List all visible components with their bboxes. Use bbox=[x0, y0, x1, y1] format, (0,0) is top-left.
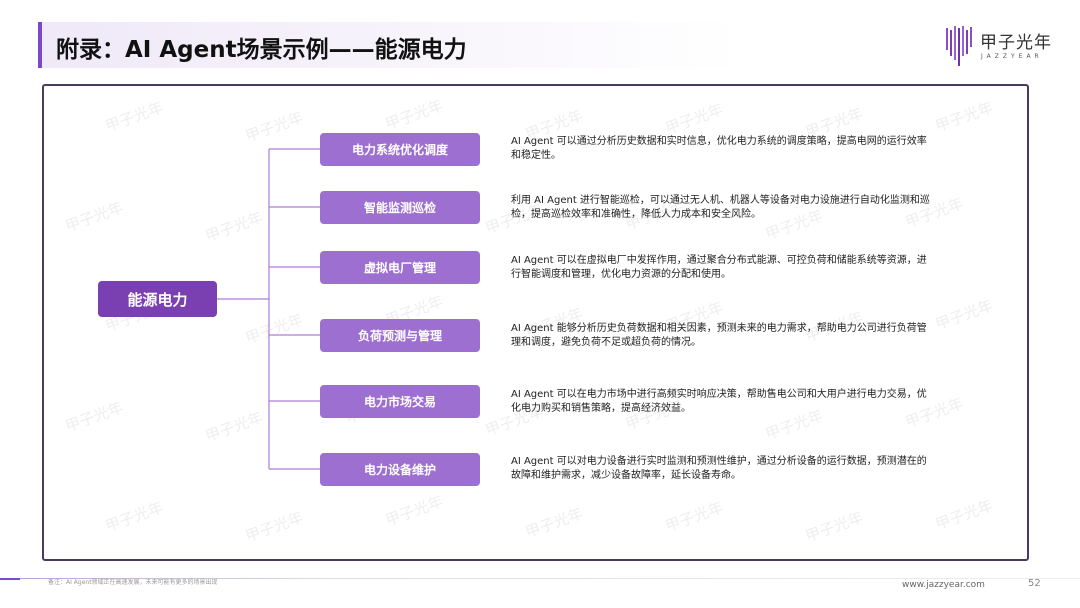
scenario-smart-inspection: 智能监测巡检 bbox=[320, 191, 480, 224]
footer-url[interactable]: www.jazzyear.com bbox=[902, 580, 985, 590]
page-title: 附录：AI Agent场景示例——能源电力 bbox=[56, 37, 467, 63]
logo-bars-icon bbox=[946, 26, 972, 66]
logo-name-cn: 甲子光年 bbox=[980, 33, 1052, 53]
title-bar: 附录：AI Agent场景示例——能源电力 bbox=[38, 22, 738, 68]
content-frame: 甲子光年甲子光年甲子光年甲子光年甲子光年甲子光年甲子光年甲子光年甲子光年甲子光年… bbox=[42, 84, 1029, 561]
scenario-power-dispatch: 电力系统优化调度 bbox=[320, 133, 480, 166]
scenario-load-forecast: 负荷预测与管理 bbox=[320, 319, 480, 352]
jazzyear-logo: 甲子光年 JAZZYEAR bbox=[944, 24, 1054, 68]
scenario-desc: AI Agent 能够分析历史负荷数据和相关因素，预测未来的电力需求，帮助电力公… bbox=[511, 323, 927, 348]
footer-accent bbox=[0, 578, 20, 580]
logo-name-en: JAZZYEAR bbox=[981, 53, 1043, 60]
scenario-desc: AI Agent 可以在虚拟电厂中发挥作用，通过聚合分布式能源、可控负荷和储能系… bbox=[511, 255, 927, 280]
scenario-desc: 利用 AI Agent 进行智能巡检，可以通过无人机、机器人等设备对电力设施进行… bbox=[511, 195, 930, 220]
scenario-desc: AI Agent 可以对电力设备进行实时监测和预测性维护，通过分析设备的运行数据… bbox=[511, 456, 927, 481]
scenario-desc: AI Agent 可以通过分析历史数据和实时信息，优化电力系统的调度策略，提高电… bbox=[511, 136, 927, 161]
scenario-power-market: 电力市场交易 bbox=[320, 385, 480, 418]
scenario-virtual-power-plant: 虚拟电厂管理 bbox=[320, 251, 480, 284]
footer-note: 备注：AI Agent领域正在高速发展，未来可能有更多的场景出现 bbox=[48, 579, 218, 586]
footer-divider bbox=[20, 578, 1080, 579]
root-node: 能源电力 bbox=[98, 281, 217, 317]
page-number: 52 bbox=[1028, 578, 1041, 589]
tree-connectors bbox=[217, 148, 320, 470]
scenario-equipment-maintenance: 电力设备维护 bbox=[320, 453, 480, 486]
scenario-desc: AI Agent 可以在电力市场中进行高频实时响应决策，帮助售电公司和大用户进行… bbox=[511, 389, 927, 414]
